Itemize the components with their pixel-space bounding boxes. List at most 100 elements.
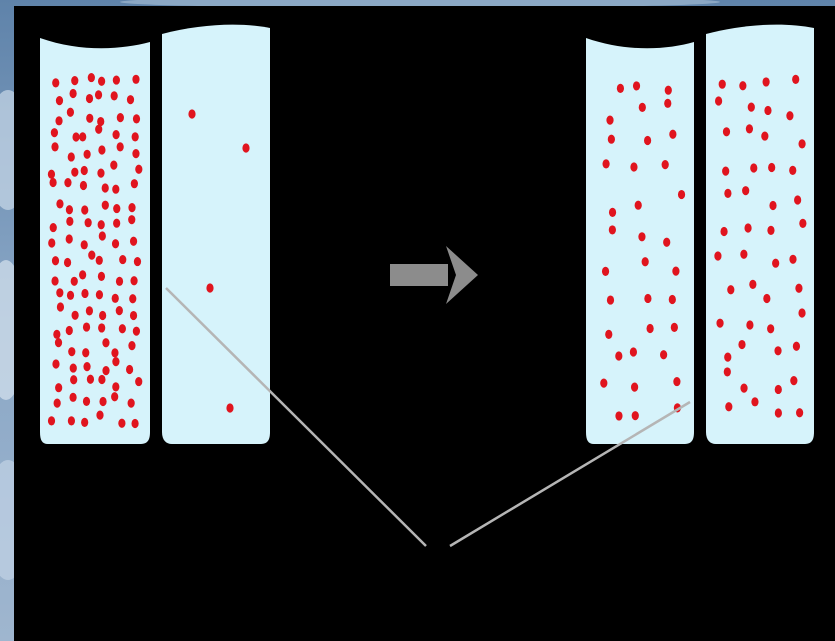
particle: [98, 231, 106, 241]
particle: [606, 115, 614, 125]
particle: [132, 326, 141, 336]
membrane-pore: [150, 288, 158, 294]
membrane-pore: [150, 321, 158, 327]
particle: [798, 139, 806, 149]
particle: [79, 132, 87, 142]
membrane-pore: [694, 112, 702, 118]
particle: [744, 223, 752, 233]
membrane-pore: [150, 134, 158, 140]
pointer-line-before: [165, 287, 427, 547]
membrane-pore: [150, 57, 158, 63]
particle: [132, 74, 140, 84]
particle: [66, 290, 75, 300]
particle: [85, 93, 94, 104]
particle: [81, 288, 89, 299]
particle: [762, 77, 770, 87]
membrane-pore: [150, 255, 158, 261]
membrane-pore: [694, 68, 702, 74]
particle: [71, 76, 79, 86]
membrane-pore: [150, 222, 158, 228]
particle: [81, 205, 89, 215]
particle: [113, 203, 121, 214]
particle: [790, 375, 798, 386]
particle: [129, 294, 137, 304]
membrane-pore: [150, 343, 158, 349]
particle: [769, 200, 777, 211]
particle: [722, 127, 731, 137]
particle: [738, 339, 746, 350]
particle: [740, 249, 748, 259]
particle: [646, 323, 654, 334]
particle: [677, 189, 686, 200]
membrane-pore: [150, 244, 158, 250]
membrane-pore: [150, 46, 158, 52]
particle: [608, 207, 617, 217]
particle: [718, 79, 726, 89]
particle: [747, 102, 755, 112]
particle: [70, 375, 78, 385]
particle: [69, 88, 77, 99]
particle: [98, 374, 106, 385]
particle: [128, 215, 136, 225]
membrane-pore: [694, 222, 702, 228]
membrane-pore: [694, 233, 702, 239]
particle: [772, 258, 780, 268]
particle: [602, 159, 610, 169]
membrane-pore: [150, 178, 158, 184]
particle: [63, 257, 72, 268]
membrane-pore: [694, 101, 702, 107]
particle: [188, 109, 196, 119]
right-arrow-icon: [390, 246, 478, 304]
particle: [88, 250, 96, 260]
particle: [761, 131, 769, 141]
membrane-pore: [150, 398, 158, 404]
particle: [669, 129, 677, 139]
membrane-pore: [694, 167, 702, 173]
particle: [47, 416, 56, 426]
membrane-pore: [694, 211, 702, 217]
particle: [131, 132, 139, 142]
particle: [113, 218, 121, 228]
particle: [133, 256, 142, 267]
particle: [670, 322, 678, 332]
membrane-pore: [150, 409, 158, 415]
particle: [672, 266, 680, 276]
particle: [131, 418, 139, 429]
particle: [764, 105, 772, 116]
after-membrane: [694, 46, 702, 415]
particle: [751, 397, 759, 407]
particle: [101, 183, 109, 193]
membrane-pore: [694, 178, 702, 184]
particle: [206, 283, 214, 293]
membrane-pore: [150, 145, 158, 151]
particle: [742, 186, 750, 196]
particle: [608, 225, 616, 235]
before-left-particles: [47, 72, 143, 429]
particle: [55, 96, 64, 106]
membrane-pore: [694, 90, 702, 96]
particle: [664, 98, 672, 108]
membrane-pore: [150, 277, 158, 283]
particle: [714, 251, 722, 261]
particle: [52, 359, 60, 369]
membrane-pore: [694, 277, 702, 283]
membrane-pore: [150, 387, 158, 393]
membrane-pore: [694, 288, 702, 294]
particle: [97, 220, 105, 230]
particle: [67, 416, 76, 426]
membrane-pore: [694, 244, 702, 250]
particle: [49, 177, 57, 188]
particle: [606, 295, 615, 305]
particle: [115, 276, 124, 286]
particle: [65, 205, 74, 215]
particle: [129, 310, 138, 321]
particle: [112, 75, 120, 85]
particle: [664, 85, 672, 95]
particle: [740, 383, 748, 393]
membrane-pore: [694, 332, 702, 338]
particle: [786, 111, 794, 121]
particle: [99, 396, 107, 407]
membrane-pore: [150, 189, 158, 195]
particle: [795, 283, 803, 293]
